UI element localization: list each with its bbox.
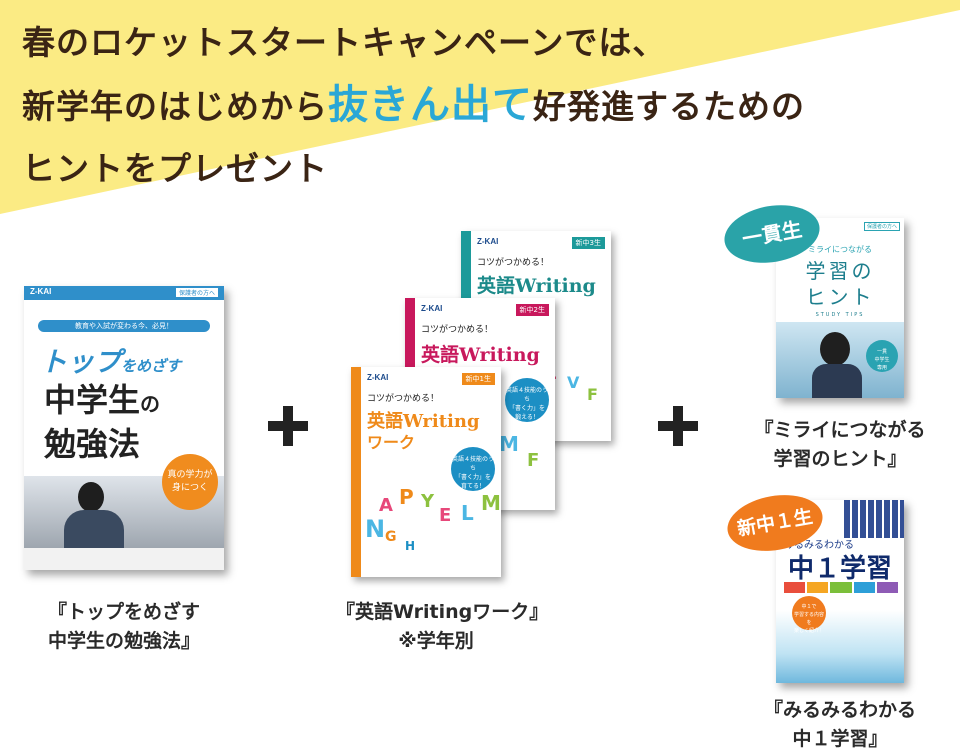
headline: 春のロケットスタートキャンペーンでは、 新学年のはじめから抜きん出て好発進するた… bbox=[22, 12, 805, 200]
book-writing-grade1[interactable]: Z-KAI 新中1生 コツがつかめる！ 英語Writing ワーク 英語４技能の… bbox=[351, 367, 501, 577]
plus-icon bbox=[266, 404, 310, 448]
headline-line-1: 春のロケットスタートキャンペーンでは、 bbox=[22, 23, 667, 62]
book-hint-tips: STUDY TIPS bbox=[815, 312, 865, 318]
caption-study-hints: 『ミライにつながる 学習のヒント』 bbox=[754, 419, 926, 470]
grade-label-2: 新中2生 bbox=[515, 304, 549, 316]
decorative-letters: M F bbox=[499, 432, 540, 471]
book-mimi-circle: 中１で学習する内容を楽しく紹介！ bbox=[792, 596, 826, 634]
writing-circle-2: 英語４技能のうち「書く力」を鍛える！ bbox=[505, 378, 549, 422]
subject-tags bbox=[784, 582, 899, 593]
caption-top-study-method: 『トップをめざす 中学生の勉強法』 bbox=[47, 601, 200, 652]
book-hint-title: 学習のヒント bbox=[805, 259, 875, 309]
student-head bbox=[820, 332, 850, 366]
writing-title-work: ワーク bbox=[367, 433, 416, 452]
pixel-pattern bbox=[844, 500, 904, 538]
caption-mirumiru-chu1: 『みるみるわかる 中１学習』 bbox=[763, 699, 916, 750]
writing-title-2: 英語Writing bbox=[421, 344, 540, 366]
grade-label-3: 新中3生 bbox=[571, 237, 605, 249]
student-head bbox=[78, 482, 104, 512]
decorative-letters: N A P Y E L M G H bbox=[365, 485, 501, 553]
book-top-title-line2: 中学生の 勉強法 bbox=[44, 381, 161, 463]
desk bbox=[24, 548, 224, 570]
book-top-tag: 保護者の方へ bbox=[175, 288, 218, 297]
book-top-bar: Z-KAI 保護者の方へ bbox=[24, 286, 224, 300]
caption-writing-work: 『英語Writingワーク』 ※学年別 bbox=[336, 601, 549, 652]
headline-line-2: 新学年のはじめから抜きん出て好発進するための bbox=[22, 82, 805, 128]
book-top-subtitle: 教育や入試が変わる今、必見！ bbox=[38, 320, 210, 332]
grade-label-1: 新中1生 bbox=[461, 373, 495, 385]
headline-line-3: ヒントをプレゼント bbox=[22, 149, 328, 188]
writing-title-3: 英語Writing bbox=[477, 275, 596, 297]
book-hint-subtitle: ミライにつながる bbox=[808, 245, 872, 254]
writing-circle-1: 英語４技能のうち「書く力」を育てる！ bbox=[451, 447, 495, 491]
book-hint-badge: 一貫中学生専用 bbox=[866, 340, 898, 372]
book-top-badge: 真の学力が身につく bbox=[162, 454, 218, 510]
book-mimi-title: 中１学習 bbox=[787, 554, 892, 584]
book-hint-tag: 保護者の方へ bbox=[863, 222, 900, 231]
headline-banner-background bbox=[0, 0, 960, 214]
headline-accent: 抜きん出て bbox=[328, 82, 533, 128]
writing-title-1: 英語Writing bbox=[367, 411, 480, 432]
zkai-logo: Z-KAI bbox=[30, 287, 52, 296]
plus-icon bbox=[656, 404, 700, 448]
book-mimi-subtitle: みるみるわかる bbox=[784, 540, 854, 551]
book-top-study-method[interactable]: Z-KAI 保護者の方へ 教育や入試が変わる今、必見！ トップをめざす 中学生の… bbox=[24, 286, 224, 570]
student-body bbox=[812, 364, 862, 398]
book-top-title-line1: トップをめざす bbox=[40, 347, 182, 378]
